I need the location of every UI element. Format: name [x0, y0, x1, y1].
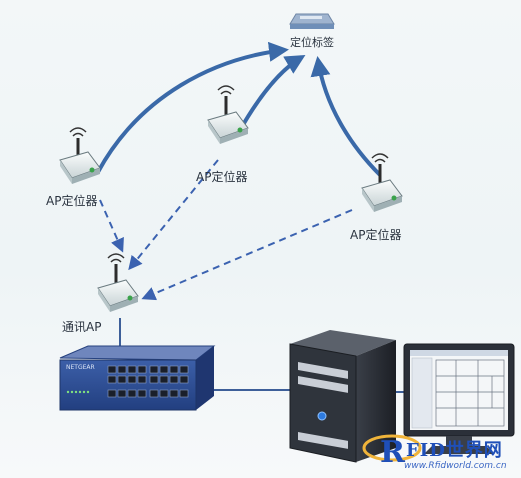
monitor-icon [403, 343, 515, 454]
location-tag-label: 定位标签 [290, 36, 334, 49]
server-tower-icon [289, 330, 396, 463]
ap-left-icon [59, 127, 101, 184]
watermark-url: www.Rfidworld.com.cn [404, 461, 507, 471]
arrow-ap-right-to-tag [310, 56, 382, 177]
ap-left-label: AP定位器 [46, 194, 98, 208]
watermark-text: FID世界网 [406, 440, 503, 461]
rfid-world-logo-icon: R [362, 434, 422, 470]
ap-middle-label: AP定位器 [196, 170, 248, 184]
arrow-ap-left-to-tag [96, 41, 289, 173]
dashed-arrows [99, 159, 353, 301]
comm-ap-icon [97, 253, 139, 312]
network-switch-icon [59, 345, 216, 411]
svg-text:R: R [380, 435, 406, 470]
location-tag-icon [289, 13, 335, 29]
switch-brand-text: NETGEAR [66, 364, 95, 371]
ap-middle-icon [207, 85, 249, 144]
solid-arrows [96, 41, 382, 177]
arrow-ap-middle-to-tag [238, 54, 306, 131]
comm-ap-label: 通讯AP [62, 320, 102, 334]
arrow-ap-right-to-comm [141, 209, 353, 301]
arrow-ap-left-to-comm [99, 199, 124, 253]
ap-right-icon [361, 153, 403, 212]
ap-right-label: AP定位器 [350, 228, 402, 242]
